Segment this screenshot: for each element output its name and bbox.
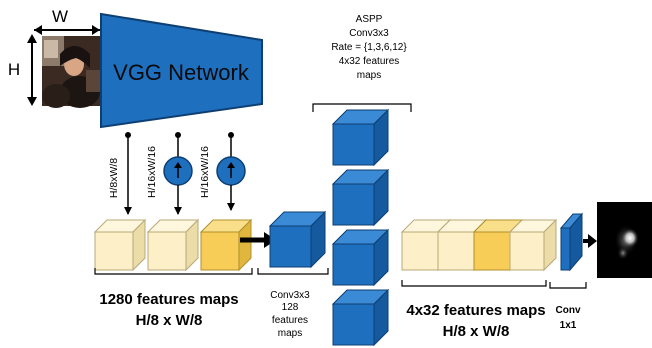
conv1x1-line-2: 1x1 xyxy=(560,320,577,331)
conv128-line-1: Conv3x3 xyxy=(270,290,310,301)
upsample-icon xyxy=(163,156,193,186)
concat-feature-cubes xyxy=(93,218,276,272)
feature-cube-3 xyxy=(199,218,253,272)
input-image-group: W H xyxy=(8,7,100,108)
feature-cube-1 xyxy=(93,218,147,272)
height-label: H xyxy=(8,60,20,79)
width-label: W xyxy=(52,7,68,26)
branch-2-label: H/16xW/16 xyxy=(146,146,158,198)
conv128-line-3: features xyxy=(272,315,308,326)
aspp-line-5: maps xyxy=(357,70,381,81)
conv128-caption: Conv3x3 128 features maps xyxy=(257,268,329,339)
aspp-line-1: ASPP xyxy=(356,14,383,25)
branch-1-label: H/8xW/8 xyxy=(108,158,120,198)
aspp-bracket xyxy=(312,103,412,112)
aspp-cube-rate-3 xyxy=(331,168,390,227)
concat-features-label: 1280 features maps xyxy=(99,291,238,308)
conv1x1-caption: Conv 1x1 xyxy=(549,282,587,331)
aspp-line-4: 4x32 features xyxy=(339,56,400,67)
aspp-concat-size-label: H/8 x W/8 xyxy=(443,323,510,340)
concat-size-label: H/8 x W/8 xyxy=(136,312,203,329)
output-map xyxy=(597,202,652,278)
aspp-concat-cubes xyxy=(400,218,558,272)
vgg-network-label: VGG Network xyxy=(113,60,250,85)
upsample-icon xyxy=(216,156,246,186)
width-arrow-left-head xyxy=(34,25,42,35)
aspp-concat-features-label: 4x32 features maps xyxy=(406,302,545,319)
aspp-cube-rate-6 xyxy=(331,228,390,287)
height-arrow-bottom-head xyxy=(27,97,37,106)
vgg-network-block: VGG Network xyxy=(100,12,263,129)
conv-to-output-arrow-head xyxy=(588,234,597,248)
conv128-line-2: 128 xyxy=(282,302,299,313)
concat-caption: 1280 features maps H/8 x W/8 xyxy=(94,268,253,329)
aspp-line-3: Rate = {1,3,6,12} xyxy=(331,42,407,53)
feature-branches: H/8xW/8 H/16xW/16 H/16xW/16 xyxy=(108,132,246,215)
conv1x1-slab xyxy=(559,212,597,272)
feature-cube-2 xyxy=(146,218,200,272)
aspp-cube-rate-12 xyxy=(331,288,390,347)
aspp-line-2: Conv3x3 xyxy=(349,28,389,39)
width-arrow-right-head xyxy=(92,25,100,35)
aspp-cubes xyxy=(331,108,390,347)
branch-3-label: H/16xW/16 xyxy=(199,146,211,198)
photo-icon xyxy=(42,36,100,108)
height-arrow-top-head xyxy=(27,34,37,43)
conv1x1-line-1: Conv xyxy=(556,305,581,316)
aspp-caption: ASPP Conv3x3 Rate = {1,3,6,12} 4x32 feat… xyxy=(312,14,412,112)
aspp-feature-cube-4 xyxy=(508,218,558,272)
conv128-line-4: maps xyxy=(278,328,302,339)
aspp-concat-caption: 4x32 features maps H/8 x W/8 xyxy=(401,280,547,340)
aspp-cube-rate-1 xyxy=(331,108,390,167)
conv128-cube xyxy=(268,210,327,269)
